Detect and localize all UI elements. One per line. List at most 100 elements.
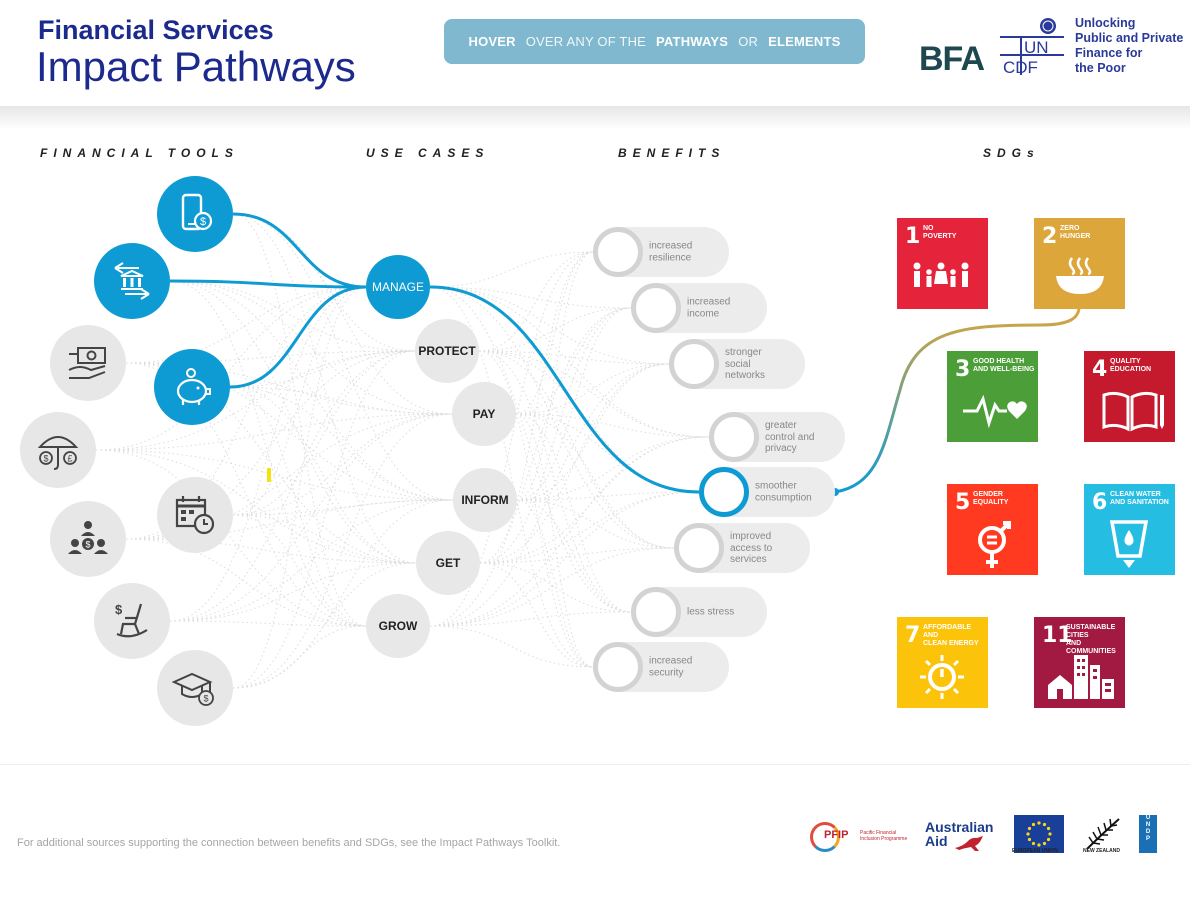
pathway-link[interactable] — [479, 547, 675, 564]
pathway-link[interactable] — [479, 251, 594, 564]
active-pathway-link[interactable] — [232, 212, 367, 289]
pathway-link[interactable] — [232, 350, 416, 516]
pathway-link[interactable] — [125, 538, 367, 627]
pathway-link[interactable] — [232, 213, 417, 564]
benefit-improved-access-to-services[interactable]: improved access to services — [674, 523, 810, 573]
use-case-manage[interactable]: MANAGE — [366, 255, 430, 319]
pathway-link[interactable] — [515, 413, 700, 493]
silver-fern-icon[interactable] — [1083, 815, 1123, 851]
pathway-link[interactable] — [95, 350, 416, 451]
pathway-link[interactable] — [479, 491, 700, 564]
pathway-link[interactable] — [169, 280, 416, 352]
pathway-link[interactable] — [429, 251, 594, 627]
sdg-5-tile[interactable]: 5 GENDER EQUALITY — [947, 484, 1038, 575]
active-pathway-link[interactable] — [169, 279, 367, 289]
pathway-link[interactable] — [429, 363, 670, 627]
benefit-stronger-social-networks[interactable]: stronger social networks — [669, 339, 805, 389]
uncdf-logo[interactable]: UN CDF — [1000, 17, 1064, 75]
pathway-link[interactable] — [232, 625, 367, 689]
tool-cash-in-hand[interactable] — [50, 325, 126, 401]
pathway-link[interactable] — [516, 491, 700, 501]
benefit-greater-control-and-privacy[interactable]: greater control and privacy — [709, 412, 845, 462]
sdg-1-tile[interactable]: 1 NO POVERTY — [897, 218, 988, 309]
pathway-link[interactable] — [169, 286, 367, 622]
pathway-link[interactable] — [515, 413, 594, 668]
eu-flag-icon[interactable] — [1014, 815, 1064, 853]
pathway-link[interactable] — [95, 449, 417, 564]
pathway-link[interactable] — [479, 436, 710, 564]
pathway-link[interactable] — [516, 499, 675, 549]
pathway-link[interactable] — [479, 562, 594, 668]
pathway-link[interactable] — [125, 350, 416, 364]
use-case-get[interactable]: GET — [416, 531, 480, 595]
pathway-link[interactable] — [429, 286, 632, 613]
pathway-link[interactable] — [515, 413, 710, 438]
pathway-link[interactable] — [232, 413, 453, 516]
benefit-increased-security[interactable]: increased security — [593, 642, 729, 692]
sdg-2-tile[interactable]: 2 ZERO HUNGER — [1034, 218, 1125, 309]
pathway-link[interactable] — [125, 350, 416, 540]
pathway-link[interactable] — [516, 251, 594, 501]
pathway-link[interactable] — [478, 350, 700, 493]
tool-scheduled-payments[interactable] — [157, 477, 233, 553]
tool-mobile-money[interactable]: $ — [157, 176, 233, 252]
tool-group-savings[interactable]: $ — [50, 501, 126, 577]
pathway-link[interactable] — [429, 491, 700, 627]
benefit-increased-resilience[interactable]: increased resilience — [593, 227, 729, 277]
pathway-link[interactable] — [429, 547, 675, 627]
pathway-link[interactable] — [516, 499, 594, 668]
pathway-link[interactable] — [516, 499, 632, 613]
tool-bank-transfer[interactable] — [94, 243, 170, 319]
tool-pension[interactable]: $ — [94, 583, 170, 659]
pathway-link[interactable] — [515, 251, 594, 415]
pfip-logo[interactable]: PFIP Pacific Financial Inclusion Program… — [810, 820, 910, 852]
use-case-inform[interactable]: INFORM — [453, 468, 517, 532]
active-pathway-link[interactable] — [229, 285, 367, 389]
pathway-link[interactable] — [95, 286, 367, 451]
pathway-link[interactable] — [229, 386, 417, 564]
pathway-link[interactable] — [125, 362, 453, 415]
pathway-link[interactable] — [429, 251, 594, 288]
pathway-link[interactable] — [95, 449, 454, 501]
pathway-link[interactable] — [478, 350, 675, 549]
benefit-smoother-consumption[interactable]: smoother consumption — [699, 467, 835, 517]
pathway-link[interactable] — [429, 286, 710, 438]
pathway-link[interactable] — [232, 213, 453, 415]
pathway-link[interactable] — [229, 386, 367, 627]
pathway-link[interactable] — [429, 286, 670, 365]
pathway-link[interactable] — [229, 350, 416, 388]
pathway-link[interactable] — [169, 499, 454, 622]
pathway-link[interactable] — [169, 350, 416, 622]
pathway-link[interactable] — [478, 251, 594, 352]
active-pathway-link[interactable] — [429, 285, 700, 494]
tool-savings[interactable] — [154, 349, 230, 425]
pathway-link[interactable] — [515, 307, 632, 415]
sdg-4-tile[interactable]: 4 QUALITY EDUCATION — [1084, 351, 1175, 442]
benefit-less-stress[interactable]: less stress — [631, 587, 767, 637]
sdg-7-tile[interactable]: 7 AFFORDABLE AND CLEAN ENERGY — [897, 617, 988, 708]
pathway-link[interactable] — [232, 213, 454, 501]
active-sdg-link[interactable] — [834, 304, 1081, 494]
sdg-11-tile[interactable]: 11 SUSTAINABLE CITIES AND COMMUNITIES — [1034, 617, 1125, 708]
pathway-link[interactable] — [232, 514, 417, 564]
pathway-link[interactable] — [515, 413, 675, 549]
pathway-link[interactable] — [429, 436, 710, 627]
bfa-logo[interactable]: BFA — [919, 40, 985, 78]
pathway-link[interactable] — [429, 307, 632, 627]
pathway-link[interactable] — [478, 307, 632, 352]
tool-education-loan[interactable]: $ — [157, 650, 233, 726]
pathway-link[interactable] — [478, 350, 594, 668]
australian-aid-logo[interactable]: Australian Aid — [925, 820, 993, 851]
pathway-link[interactable] — [95, 413, 453, 451]
tool-insurance[interactable]: $ £ — [20, 412, 96, 488]
pathway-link[interactable] — [169, 280, 453, 415]
pathway-link[interactable] — [229, 386, 453, 415]
pathway-link[interactable] — [429, 625, 594, 668]
use-case-pay[interactable]: PAY — [452, 382, 516, 446]
benefit-increased-income[interactable]: increased income — [631, 283, 767, 333]
pathway-link[interactable] — [169, 620, 367, 627]
pathway-link[interactable] — [232, 499, 454, 516]
pathway-link[interactable] — [479, 363, 670, 564]
